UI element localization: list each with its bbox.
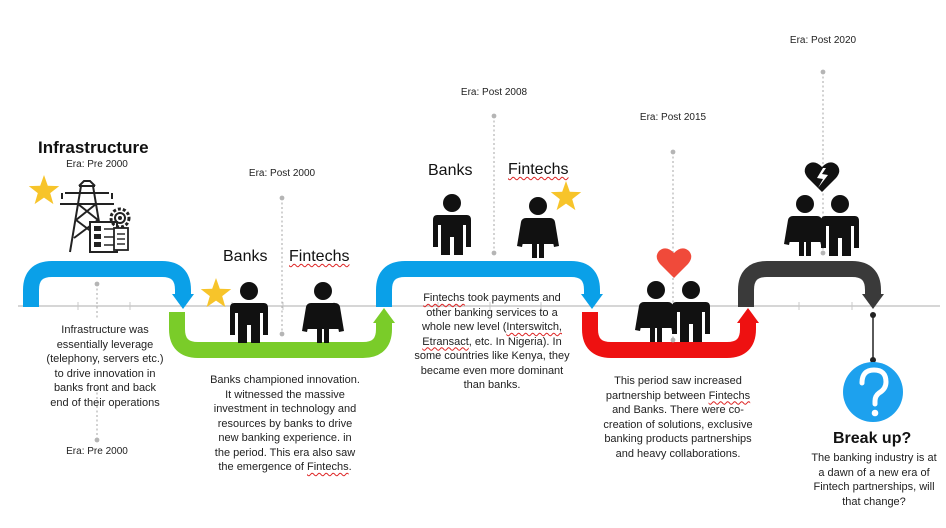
fintechs-label: Fintechs xyxy=(289,248,350,265)
segment-post-2000-arrow xyxy=(373,308,395,323)
heart-icon xyxy=(656,248,692,278)
star-icon xyxy=(28,175,60,205)
star-icon xyxy=(200,278,232,308)
server-icon xyxy=(89,221,118,253)
couple-woman-icon xyxy=(635,281,677,342)
post-2015-description: This period saw increased partnership be… xyxy=(603,375,753,460)
connectors xyxy=(96,72,824,440)
segment-post-2015 xyxy=(582,312,756,358)
segment-post-2015-arrow xyxy=(737,308,759,323)
era-post-2008: Era: Post 2008 xyxy=(460,87,528,98)
era-post-2015: Era: Post 2015 xyxy=(639,112,707,123)
segment-infrastructure-arrow xyxy=(172,294,194,309)
era-pre-2000-top: Era: Pre 2000 xyxy=(66,159,128,170)
segment-post-2000 xyxy=(169,312,392,358)
segment-post-2008 xyxy=(376,261,600,307)
segment-infrastructure xyxy=(23,261,191,307)
banks-label: Banks xyxy=(223,248,268,265)
fintech-person-icon xyxy=(302,282,344,343)
break-up-title: Break up? xyxy=(833,430,912,447)
break-up-description: The banking industry is at a dawn of a n… xyxy=(811,452,937,508)
segment-post-2020 xyxy=(738,261,881,307)
final-connector-dot-top xyxy=(870,312,876,318)
era-pre-2000-bottom: Era: Pre 2000 xyxy=(66,446,128,457)
bank-person-icon xyxy=(230,282,268,343)
star-icon xyxy=(550,181,582,211)
couple-man-icon xyxy=(821,195,859,256)
broken-heart-icon xyxy=(804,162,840,192)
question-icon xyxy=(843,362,903,422)
bank-person-icon xyxy=(433,194,471,255)
gear-icon xyxy=(109,207,131,229)
infrastructure-description: Infrastructure was essentially leverage … xyxy=(46,324,164,409)
segment-post-2008-arrow xyxy=(581,294,603,309)
era-post-2020: Era: Post 2020 xyxy=(789,35,857,46)
couple-woman-icon xyxy=(784,195,826,256)
post-2008-description: Fintechs took payments and other banking… xyxy=(414,292,570,391)
segment-post-2020-arrow xyxy=(862,294,884,309)
infrastructure-title: Infrastructure xyxy=(38,138,149,157)
connector-dots xyxy=(94,69,826,443)
era-post-2000: Era: Post 2000 xyxy=(248,168,316,179)
screen-icon xyxy=(113,227,129,251)
fintechs-label: Fintechs xyxy=(508,161,569,178)
banks-label: Banks xyxy=(428,162,473,179)
final-connector-dot-bottom xyxy=(870,357,876,363)
post-2000-description: Banks championed innovation. It witnesse… xyxy=(210,374,360,473)
fintech-person-icon xyxy=(517,197,559,258)
couple-man-icon xyxy=(672,281,710,342)
